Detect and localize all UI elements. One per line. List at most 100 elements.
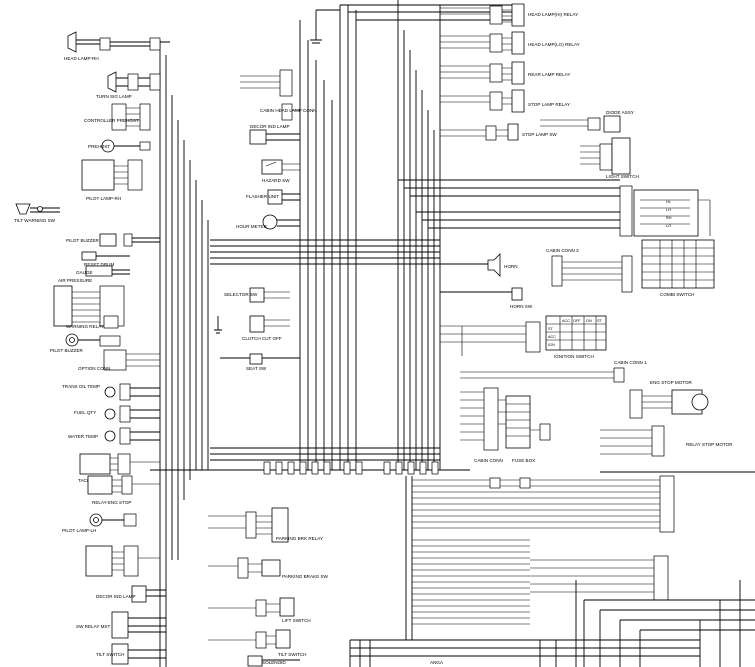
diode-assy-label: DIODE ASSY	[606, 110, 634, 115]
air-pressure-label: AIR PRESSURE	[58, 278, 92, 283]
ign-col-on: ON	[586, 319, 592, 323]
clutch-cut-off: CLUTCH CUT OFF	[242, 315, 290, 341]
cabin-conn-2-label: CABIN CONN 2	[546, 248, 579, 253]
diode-assy: DIODE ASSY	[540, 110, 634, 133]
parking-brake-relay: PARKING BRK RELAY	[208, 507, 323, 543]
relay-eng-stop: RELAY-ENG STOP	[87, 475, 160, 505]
horn-sw: HORN SW	[440, 287, 533, 309]
svg-text:HL: HL	[666, 200, 671, 204]
decor-ind-lamp-2-label: DECOR IND LAMP	[250, 124, 290, 129]
svg-text:LO: LO	[666, 224, 671, 228]
hazard-sw: HAZARD SW	[261, 159, 300, 183]
tilt-switch-center: TILT SWITCH	[208, 629, 306, 657]
horn-sw-label: HORN SW	[510, 304, 533, 309]
selector-sw-neutral: SELECTOR SW	[214, 287, 290, 334]
option-conn-label: OPTION CONN	[78, 366, 110, 371]
horn: HORN	[440, 253, 518, 277]
ign-col-off: OFF	[573, 319, 581, 323]
clutch-cut-off-label: CLUTCH CUT OFF	[242, 336, 282, 341]
anga-label: ANGA	[430, 660, 444, 665]
anga-bus: ANGA	[349, 639, 700, 667]
ign-row-acc: ACC	[548, 335, 556, 339]
svg-text:RH: RH	[666, 216, 672, 220]
head-lamp-rh-label: HEAD LAMP-RH	[64, 56, 99, 61]
cabin-conn-1: CABIN CONN 1	[460, 360, 647, 383]
seat-sw: SEAT SW	[220, 353, 300, 371]
hour-meter: HOUR METER	[236, 214, 300, 230]
lift-switch: LIFT SWITCH	[208, 597, 311, 623]
pilot-buzzer: PILOT BUZZER	[66, 233, 160, 247]
relay-eng-stop-label: RELAY-ENG STOP	[92, 500, 132, 505]
seat-sw-label: SEAT SW	[246, 366, 267, 371]
light-switch-label: LIGHT SWITCH	[606, 174, 639, 179]
combi-switch: COMBI SWITCH	[641, 239, 715, 297]
head-lamp-rh: HEAD LAMP-RH	[64, 31, 170, 61]
flasher-unit: FLASHER UNIT	[246, 189, 300, 205]
pilot-lamp-lh-block	[85, 545, 160, 577]
combi-switch-upper: HL LH RH LO	[619, 185, 711, 237]
reset-drum: RESET DRUM	[81, 251, 130, 267]
fuel-qty-label: FUEL QTY	[74, 410, 96, 415]
ign-row-st: ST	[548, 327, 554, 331]
rear-lamp-relay-label: REAR LAMP RELAY	[528, 72, 570, 77]
ignition-switch-label: IGNITION SWITCH	[554, 354, 594, 359]
parking-brake-sw: PARKING BRAKE SW	[208, 557, 329, 579]
warning-relay: WARNING RELAY	[66, 315, 119, 329]
stop-lamp-sw-label: STOP LAMP SW	[522, 132, 557, 137]
solenoid: SOLENOID	[247, 655, 300, 667]
prehost-label: PREHOST	[88, 144, 110, 149]
selector-sw-label: SELECTOR SW	[224, 292, 258, 297]
cabin-conn-center: CABIN CONN	[460, 387, 503, 463]
pilot-buzzer-2: PILOT BUZZER	[50, 333, 121, 353]
rear-lamp-relay: REAR LAMP RELAY	[489, 61, 570, 85]
turn-signal-lamp: TURN SIG LAMP	[96, 71, 161, 99]
pilot-lamp-lh: PILOT LAMP-LH	[62, 513, 137, 533]
pilot-buzzer-2-label: PILOT BUZZER	[50, 348, 84, 353]
decor-ind-lamp-center: DECOR IND LAMP	[249, 124, 300, 145]
air-pressure: AIR PRESSURE	[53, 278, 125, 327]
fuse-box: FUSE BOX	[498, 395, 551, 463]
ign-row-ign: IGN	[548, 343, 555, 347]
trunk-terminal-labels	[263, 461, 439, 475]
hour-meter-label: HOUR METER	[236, 224, 268, 229]
lower-right-harness	[405, 471, 755, 667]
warning-relay-label: WARNING RELAY	[66, 324, 104, 329]
reset-drum-label: RESET DRUM	[84, 262, 114, 267]
fuel-qty: FUEL QTY	[74, 405, 160, 423]
main-harness-bundle	[150, 0, 620, 667]
parking-brake-sw-label: PARKING BRAKE SW	[282, 574, 329, 579]
tilt-warning-sw-label: TILT WARNING SW	[14, 218, 56, 223]
horn-label: HORN	[504, 264, 518, 269]
tilt-switch-left-label: TILT SWITCH	[96, 652, 124, 657]
ignition-switch: ACC OFF ON ST ST ACC IGN IGNITION SWITCH	[440, 315, 607, 359]
trans-oil-temp-label: TRANS OIL TEMP	[62, 384, 100, 389]
light-switch: LIGHT SWITCH	[580, 137, 639, 179]
head-lamp-lo-relay: HEAD LAMP(LO) RELAY	[489, 31, 580, 55]
tacho-meter: TACHO METER	[78, 453, 160, 483]
eng-stop-motor: ENG STOP MOTOR	[629, 380, 709, 419]
stop-lamp-relay-label: STOP LAMP RELAY	[528, 102, 570, 107]
sw-relay-mst-label: SW RELAY MST	[76, 624, 110, 629]
head-lamp-hi-relay: HEAD LAMP(HI) RELAY	[489, 3, 578, 27]
svg-text:LH: LH	[666, 208, 671, 212]
decor-ind-lamp: DECOR IND LAMP	[96, 585, 166, 603]
cabin-conn-2: CABIN CONN 2	[546, 248, 633, 293]
relay-stop-motor: RELAY STOP MOTOR	[600, 425, 733, 457]
cabin-head-lamp-conn: CABIN HEAD LAMP CONN	[240, 69, 317, 121]
decor-ind-lamp-label: DECOR IND LAMP	[96, 594, 136, 599]
cabin-conn-label: CABIN CONN	[474, 458, 503, 463]
head-lamp-lo-relay-label: HEAD LAMP(LO) RELAY	[528, 42, 580, 47]
head-lamp-relay-label: HEAD LAMP(HI) RELAY	[528, 12, 578, 17]
gauge-label: GAUGE	[76, 270, 93, 275]
gauge: GAUGE	[76, 265, 130, 277]
tilt-switch-left: TILT SWITCH	[96, 643, 166, 665]
option-conn: OPTION CONN	[78, 349, 160, 371]
ign-col-st: ST	[597, 319, 603, 323]
fuse-box-label: FUSE BOX	[512, 458, 535, 463]
cabin-head-lamp-conn-label: CABIN HEAD LAMP CONN	[260, 108, 317, 113]
pilot-lamp-rh: PILOT LAMP-RH	[81, 159, 143, 201]
flasher-unit-label: FLASHER UNIT	[246, 194, 279, 199]
controller-prehost: CONTROLLER PREHOST	[84, 103, 151, 131]
turn-sig-lamp-label: TURN SIG LAMP	[96, 94, 132, 99]
